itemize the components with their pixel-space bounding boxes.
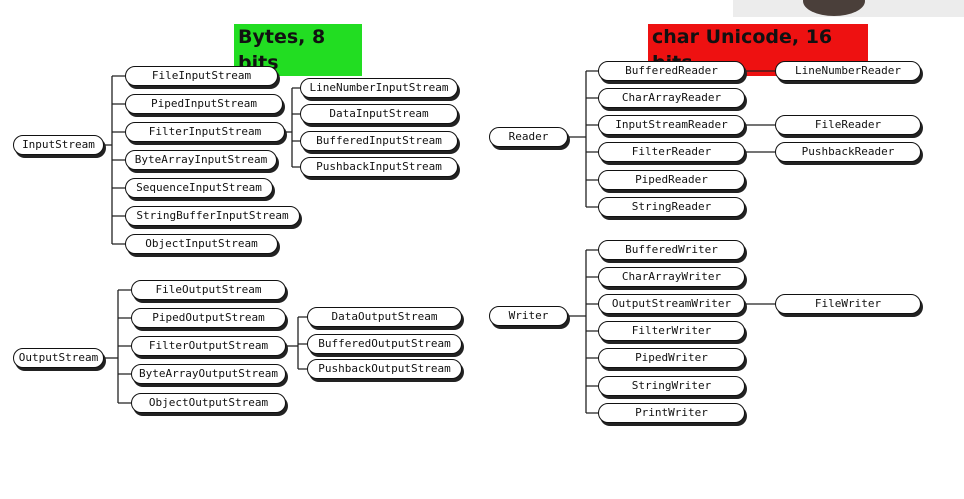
node-buffered-writer: BufferedWriter: [598, 240, 745, 260]
node-char-array-writer: CharArrayWriter: [598, 267, 745, 287]
node-reader: Reader: [489, 127, 568, 147]
node-object-output-stream: ObjectOutputStream: [131, 393, 286, 413]
node-data-input-stream: DataInputStream: [300, 104, 458, 124]
node-buffered-reader: BufferedReader: [598, 61, 745, 81]
node-input-stream: InputStream: [13, 135, 104, 155]
node-writer: Writer: [489, 306, 568, 326]
node-data-output-stream: DataOutputStream: [307, 307, 462, 327]
node-filter-input-stream: FilterInputStream: [125, 122, 285, 142]
node-print-writer: PrintWriter: [598, 403, 745, 423]
webcam-overlay: [733, 0, 964, 17]
node-buffered-input-stream: BufferedInputStream: [300, 131, 458, 151]
node-pushback-input-stream: PushbackInputStream: [300, 157, 458, 177]
webcam-person: [803, 0, 865, 16]
node-string-writer: StringWriter: [598, 376, 745, 396]
node-line-number-reader: LineNumberReader: [775, 61, 921, 81]
node-piped-output-stream: PipedOutputStream: [131, 308, 286, 328]
node-byte-array-output-stream: ByteArrayOutputStream: [131, 364, 286, 384]
node-filter-output-stream: FilterOutputStream: [131, 336, 286, 356]
node-string-buffer-input-stream: StringBufferInputStream: [125, 206, 300, 226]
node-output-stream-writer: OutputStreamWriter: [598, 294, 745, 314]
node-sequence-input-stream: SequenceInputStream: [125, 178, 273, 198]
node-output-stream: OutputStream: [13, 348, 104, 368]
node-file-output-stream: FileOutputStream: [131, 280, 286, 300]
node-piped-input-stream: PipedInputStream: [125, 94, 283, 114]
node-object-input-stream: ObjectInputStream: [125, 234, 278, 254]
node-file-input-stream: FileInputStream: [125, 66, 278, 86]
node-byte-array-input-stream: ByteArrayInputStream: [125, 150, 277, 170]
node-line-number-input-stream: LineNumberInputStream: [300, 78, 458, 98]
node-string-reader: StringReader: [598, 197, 745, 217]
node-buffered-output-stream: BufferedOutputStream: [307, 334, 462, 354]
node-piped-reader: PipedReader: [598, 170, 745, 190]
node-file-writer: FileWriter: [775, 294, 921, 314]
node-filter-reader: FilterReader: [598, 142, 745, 162]
node-char-array-reader: CharArrayReader: [598, 88, 745, 108]
node-piped-writer: PipedWriter: [598, 348, 745, 368]
node-pushback-reader: PushbackReader: [775, 142, 921, 162]
node-filter-writer: FilterWriter: [598, 321, 745, 341]
node-pushback-output-stream: PushbackOutputStream: [307, 359, 462, 379]
node-input-stream-reader: InputStreamReader: [598, 115, 745, 135]
node-file-reader: FileReader: [775, 115, 921, 135]
